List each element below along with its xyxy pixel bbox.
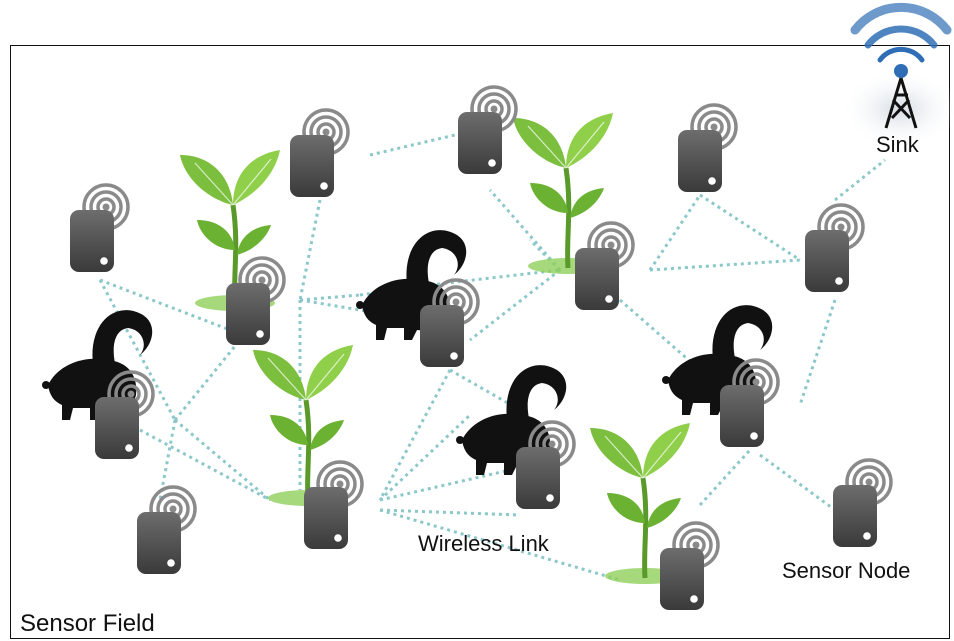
sensor-node-icon — [68, 183, 130, 274]
sensor-node-label: Sensor Node — [782, 558, 911, 583]
sensor-node-icon — [658, 521, 720, 612]
sink-label: Sink — [876, 132, 919, 157]
sensor-node-icon — [803, 203, 865, 294]
sensor-field-label: Sensor Field — [20, 610, 155, 637]
sensor-node-icon — [302, 460, 364, 551]
sensor-node-icon — [456, 85, 518, 176]
sensor-node-icon — [676, 103, 738, 194]
sensor-node-icon — [573, 221, 635, 312]
wireless-links — [98, 133, 886, 582]
wireless-link-label: Wireless Link — [418, 531, 549, 556]
sensor-node-icon — [288, 108, 350, 199]
sensor-node-icon — [831, 458, 893, 549]
sensor-node-icon — [135, 485, 197, 576]
sink-tower-icon — [840, 2, 954, 145]
